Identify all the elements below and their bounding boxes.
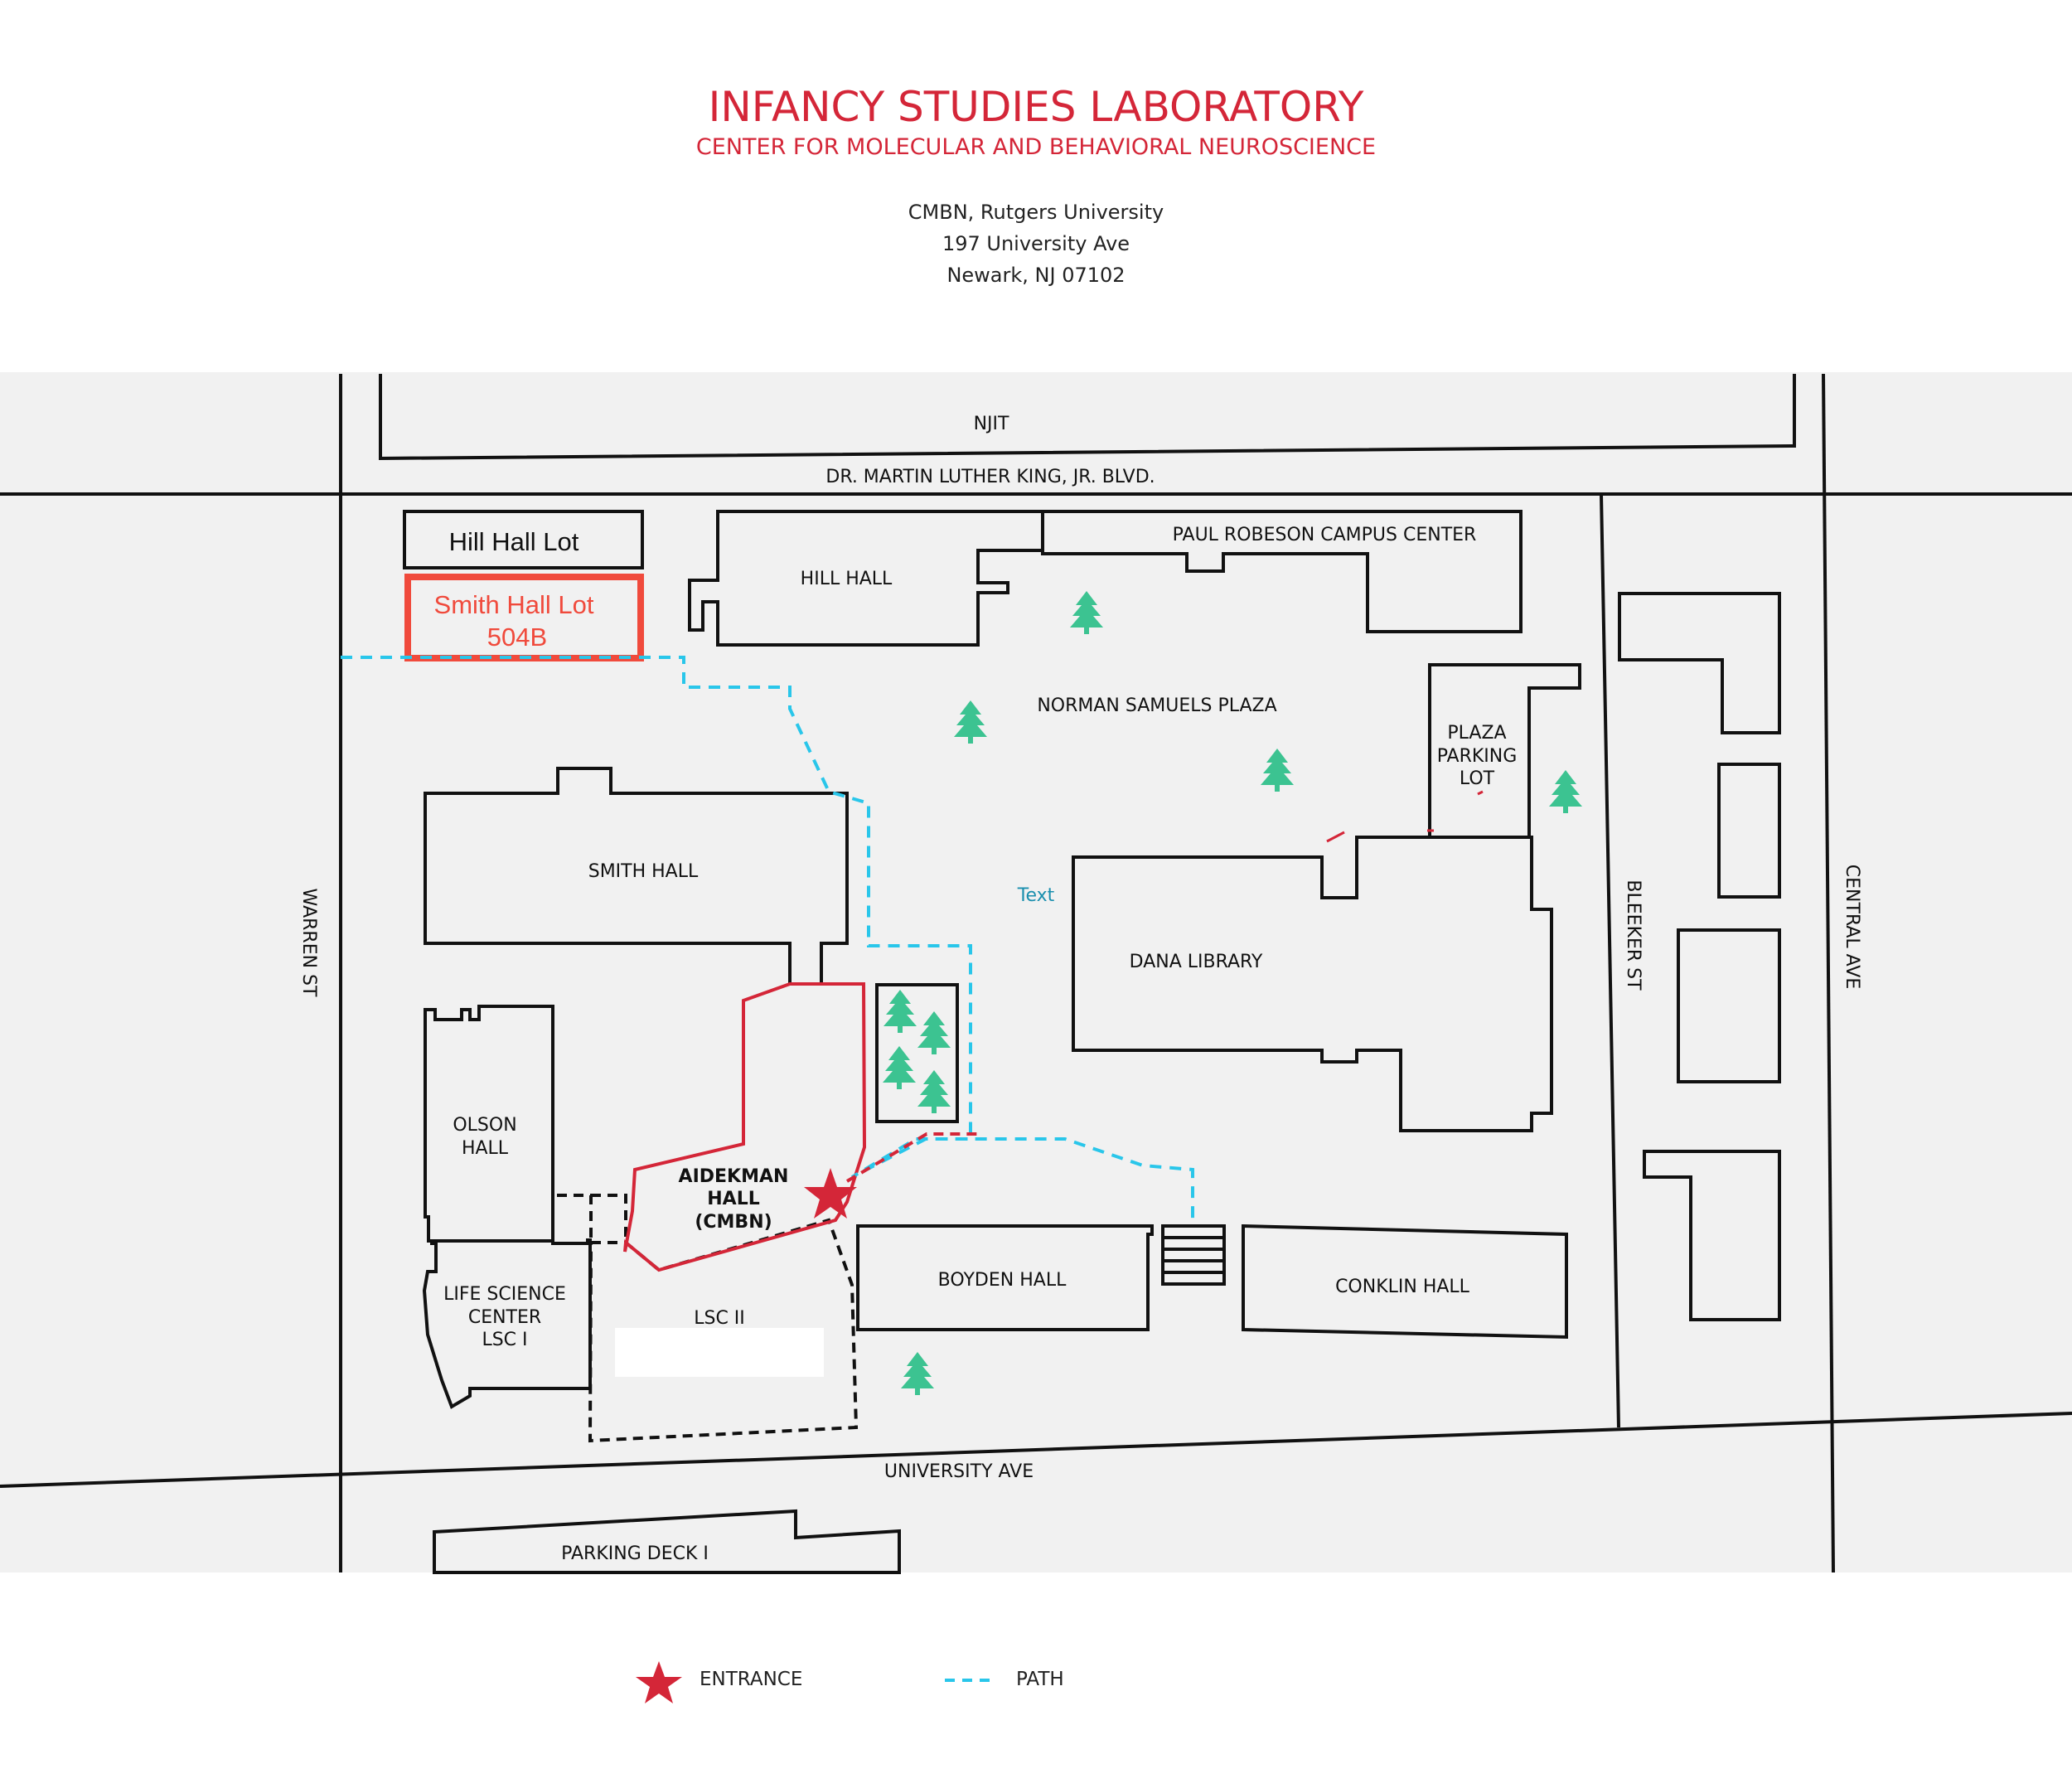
entrance-star-icon <box>804 1168 857 1219</box>
walking-path <box>341 656 1194 1220</box>
bleeker-st-line-left <box>1600 493 1620 1428</box>
page-subtitle: CENTER FOR MOLECULAR AND BEHAVIORAL NEUR… <box>695 134 1377 160</box>
red-marks <box>1326 790 1484 843</box>
address-line-1: CMBN, Rutgers University <box>908 201 1164 224</box>
map-background <box>0 372 2072 1572</box>
olson-hall-label-1: OLSON <box>453 1115 516 1136</box>
legend-entrance-label: ENTRANCE <box>700 1669 803 1690</box>
plaza-lot-label-1: PLAZA <box>1447 723 1506 744</box>
address-line-3: Newark, NJ 07102 <box>946 264 1126 287</box>
plaza-lot-label-2: PARKING <box>1437 746 1518 767</box>
conklin-hall-building <box>1242 1223 1568 1340</box>
smith-hall-label: SMITH HALL <box>588 861 699 882</box>
boyden-hall-label: BOYDEN HALL <box>938 1270 1067 1291</box>
entrance-path <box>845 1132 978 1183</box>
parking-deck-label: PARKING DECK I <box>561 1543 709 1564</box>
bleeker-building-3 <box>1677 928 1781 1083</box>
parking-deck-building <box>433 1509 901 1574</box>
legend-path-label: PATH <box>1016 1669 1064 1690</box>
smith-hall-lot-label: Smith Hall Lot <box>434 590 594 619</box>
plaza-lot-label-3: LOT <box>1460 768 1495 789</box>
boyden-hall-building <box>856 1224 1154 1331</box>
aidekman-label-1: AIDEKMAN <box>679 1166 789 1187</box>
mlk-blvd-label: DR. MARTIN LUTHER KING, JR. BLVD. <box>825 467 1155 487</box>
aidekman-label-2: HALL <box>707 1189 759 1209</box>
norman-samuels-label: NORMAN SAMUELS PLAZA <box>1037 695 1276 716</box>
hill-hall-lot-label: Hill Hall Lot <box>449 527 579 556</box>
conklin-hall-label: CONKLIN HALL <box>1335 1277 1470 1297</box>
hill-hall-label: HILL HALL <box>801 569 893 589</box>
bleeker-building-1 <box>1618 592 1781 734</box>
olson-hall-building <box>424 1005 554 1243</box>
dana-library-label: DANA LIBRARY <box>1130 952 1263 972</box>
central-ave-line <box>1822 373 1835 1573</box>
paul-robeson-label: PAUL ROBESON CAMPUS CENTER <box>1173 525 1477 545</box>
warren-st-label: WARREN ST <box>298 889 319 997</box>
dana-library-building <box>1072 836 1553 1132</box>
hill-hall-lot-box <box>403 510 644 569</box>
njit-outline <box>379 374 1796 461</box>
university-ave-label: UNIVERSITY AVE <box>884 1461 1034 1482</box>
text-label: Text <box>1017 885 1055 906</box>
bleeker-building-2 <box>1717 763 1781 899</box>
aidekman-label-3: (CMBN) <box>695 1212 772 1233</box>
bleeker-building-4 <box>1643 1150 1781 1321</box>
njit-label: NJIT <box>974 414 1009 434</box>
university-ave-line <box>0 1412 2072 1488</box>
smith-hall-lot-number: 504B <box>487 623 547 652</box>
lsc-label-1: LIFE SCIENCE <box>443 1284 566 1305</box>
address-line-2: 197 University Ave <box>942 232 1130 255</box>
central-ave-label: CENTRAL AVE <box>1842 865 1862 989</box>
streets <box>0 373 2072 1573</box>
aidekman-hall-building <box>623 982 867 1272</box>
stairs-icon <box>1161 1224 1226 1286</box>
lsc-ii-label: LSC II <box>694 1308 745 1329</box>
legend-entrance-star-icon <box>636 1661 682 1703</box>
lsc-label-2: CENTER <box>468 1307 541 1328</box>
bleeker-st-label: BLEEKER ST <box>1623 879 1644 991</box>
lsc-ii-blank-label <box>615 1328 824 1377</box>
page-title: INFANCY STUDIES LABORATORY <box>708 83 1364 131</box>
hill-hall-building <box>688 510 1044 647</box>
lsc-i-building <box>422 1238 592 1409</box>
tree-planter <box>875 983 959 1123</box>
paul-robeson-building <box>1041 510 1523 633</box>
smith-hall-building <box>424 767 849 986</box>
lsc-label-3: LSC I <box>482 1330 527 1350</box>
olson-hall-label-2: HALL <box>462 1138 509 1159</box>
